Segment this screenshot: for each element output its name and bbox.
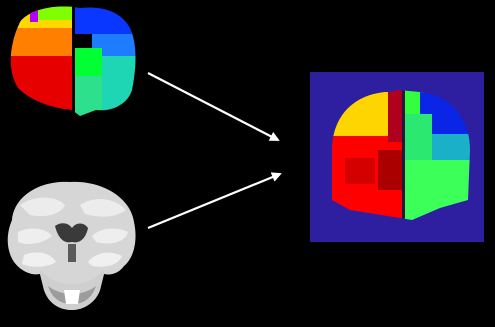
arrow-from-mri bbox=[148, 174, 280, 228]
parcellation-map bbox=[0, 0, 142, 126]
region-teal bbox=[102, 56, 142, 116]
region-orange bbox=[0, 28, 72, 56]
arrow-from-parcellation bbox=[148, 73, 278, 140]
region-green bbox=[72, 48, 102, 76]
region-red bbox=[0, 56, 72, 126]
mri-midline bbox=[68, 244, 76, 262]
region-blue bbox=[72, 0, 142, 34]
region-mint bbox=[72, 76, 102, 116]
region-gap bbox=[72, 0, 75, 120]
result-midline-gap bbox=[402, 88, 405, 228]
region-left-inner bbox=[345, 158, 375, 184]
mri-brainstem bbox=[64, 290, 80, 304]
region-left-core bbox=[378, 150, 402, 190]
fused-result bbox=[310, 72, 484, 242]
mri-slice bbox=[0, 175, 145, 315]
region-violet bbox=[30, 8, 38, 22]
region-midline bbox=[388, 88, 404, 142]
